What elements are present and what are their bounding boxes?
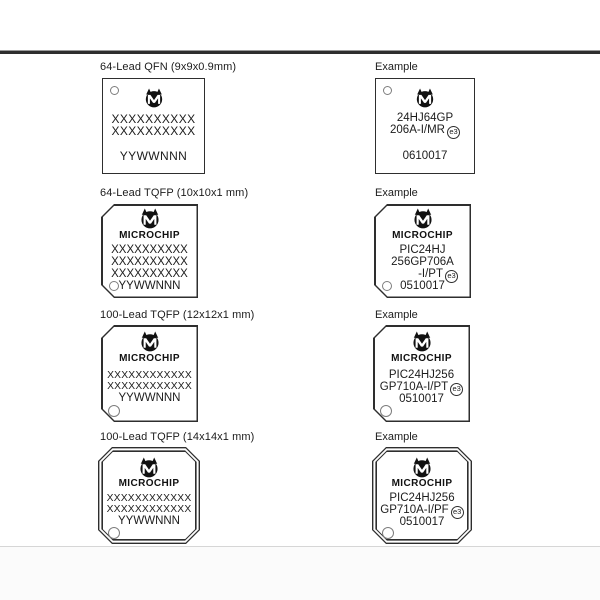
part-number-text: 206A-I/MR — [390, 124, 445, 136]
part-number-text: GP710A-I/PF — [380, 504, 449, 516]
microchip-logo-icon — [136, 456, 162, 478]
pin1-indicator-icon — [380, 405, 392, 417]
pin1-indicator-icon — [383, 86, 392, 95]
date-code-line: YYWWNNN — [118, 280, 181, 292]
marking-line: XXXXXXXXXX — [111, 268, 188, 280]
part-number-text: -I/PT — [418, 268, 443, 280]
package-title-tqfp64: 64-Lead TQFP (10x10x1 mm) — [100, 187, 249, 199]
pin1-indicator-icon — [110, 86, 119, 95]
example-label: Example — [375, 431, 418, 443]
package-title-tqfp100-12: 100-Lead TQFP (12x12x1 mm) — [100, 309, 255, 321]
marking-line: XXXXXXXXXX — [111, 112, 196, 126]
microchip-wordmark: MICROCHIP — [392, 230, 453, 241]
example-label: Example — [375, 187, 418, 199]
date-code-line: YYWWNNN — [119, 149, 188, 163]
microchip-wordmark: MICROCHIP — [119, 353, 180, 364]
pin1-indicator-icon — [382, 281, 392, 291]
microchip-wordmark: MICROCHIP — [119, 230, 180, 241]
date-code-line: 0610017 — [402, 150, 448, 162]
microchip-wordmark: MICROCHIP — [118, 478, 180, 489]
microchip-logo-icon — [142, 87, 166, 108]
microchip-logo-icon — [409, 330, 435, 352]
microchip-logo-icon — [413, 87, 437, 108]
marking-line: XXXXXXXXXXXX — [107, 370, 192, 381]
marking-diagram-tqfp100-14: MICROCHIP XXXXXXXXXXXX XXXXXXXXXXXX YYWW… — [98, 447, 200, 544]
date-code-line: YYWWNNN — [118, 392, 181, 404]
e3-jedec-icon: e3 — [450, 506, 464, 519]
microchip-logo-icon — [137, 330, 163, 352]
microchip-logo-icon — [409, 456, 435, 478]
microchip-logo-icon — [410, 207, 436, 229]
pin1-indicator-icon — [108, 527, 120, 539]
marking-line: XXXXXXXXXXXX — [107, 381, 192, 392]
e3-jedec-icon: e3 — [446, 126, 460, 139]
example-label: Example — [375, 309, 418, 321]
pin1-indicator-icon — [382, 527, 394, 539]
pin1-indicator-icon — [108, 405, 120, 417]
marking-diagram-tqfp64: MICROCHIP XXXXXXXXXX XXXXXXXXXX XXXXXXXX… — [101, 204, 198, 298]
marking-line: 256GP706A — [391, 256, 454, 268]
part-number-text: GP710A-I/PT — [379, 381, 449, 393]
marking-line: PIC24HJ — [399, 244, 446, 256]
marking-diagram-tqfp100-12: MICROCHIP XXXXXXXXXXXX XXXXXXXXXXXX YYWW… — [101, 325, 198, 422]
microchip-wordmark: MICROCHIP — [391, 478, 453, 489]
microchip-wordmark: MICROCHIP — [391, 353, 452, 364]
e3-jedec-icon: e3 — [445, 270, 458, 283]
date-code-line: 0510017 — [399, 516, 445, 528]
date-code-line: 0510017 — [399, 393, 444, 405]
marking-line: XXXXXXXXXXXX — [106, 504, 192, 515]
marking-line: XXXXXXXXXX — [111, 124, 196, 138]
package-title-tqfp100-14: 100-Lead TQFP (14x14x1 mm) — [100, 431, 255, 443]
marking-line: 24HJ64GP — [396, 112, 454, 124]
marking-line: XXXXXXXXXX — [111, 244, 188, 256]
package-title-qfn64: 64-Lead QFN (9x9x0.9mm) — [100, 61, 237, 73]
marking-line: PIC24HJ256 — [389, 492, 455, 504]
page-break-line — [0, 546, 600, 547]
below-page-area — [0, 547, 600, 600]
marking-diagram-qfn64: XXXXXXXXXX XXXXXXXXXX YYWWNNN — [102, 78, 205, 174]
example-label: Example — [375, 61, 418, 73]
e3-jedec-icon: e3 — [450, 383, 464, 396]
microchip-logo-icon — [137, 207, 163, 229]
top-rule — [0, 50, 600, 54]
marking-line: PIC24HJ256 — [388, 369, 455, 381]
marking-line: XXXXXXXXXXXX — [106, 493, 192, 504]
marking-line: XXXXXXXXXX — [111, 256, 188, 268]
pin1-indicator-icon — [109, 281, 119, 291]
date-code-line: 0510017 — [400, 280, 445, 292]
date-code-line: YYWWNNN — [118, 515, 180, 527]
